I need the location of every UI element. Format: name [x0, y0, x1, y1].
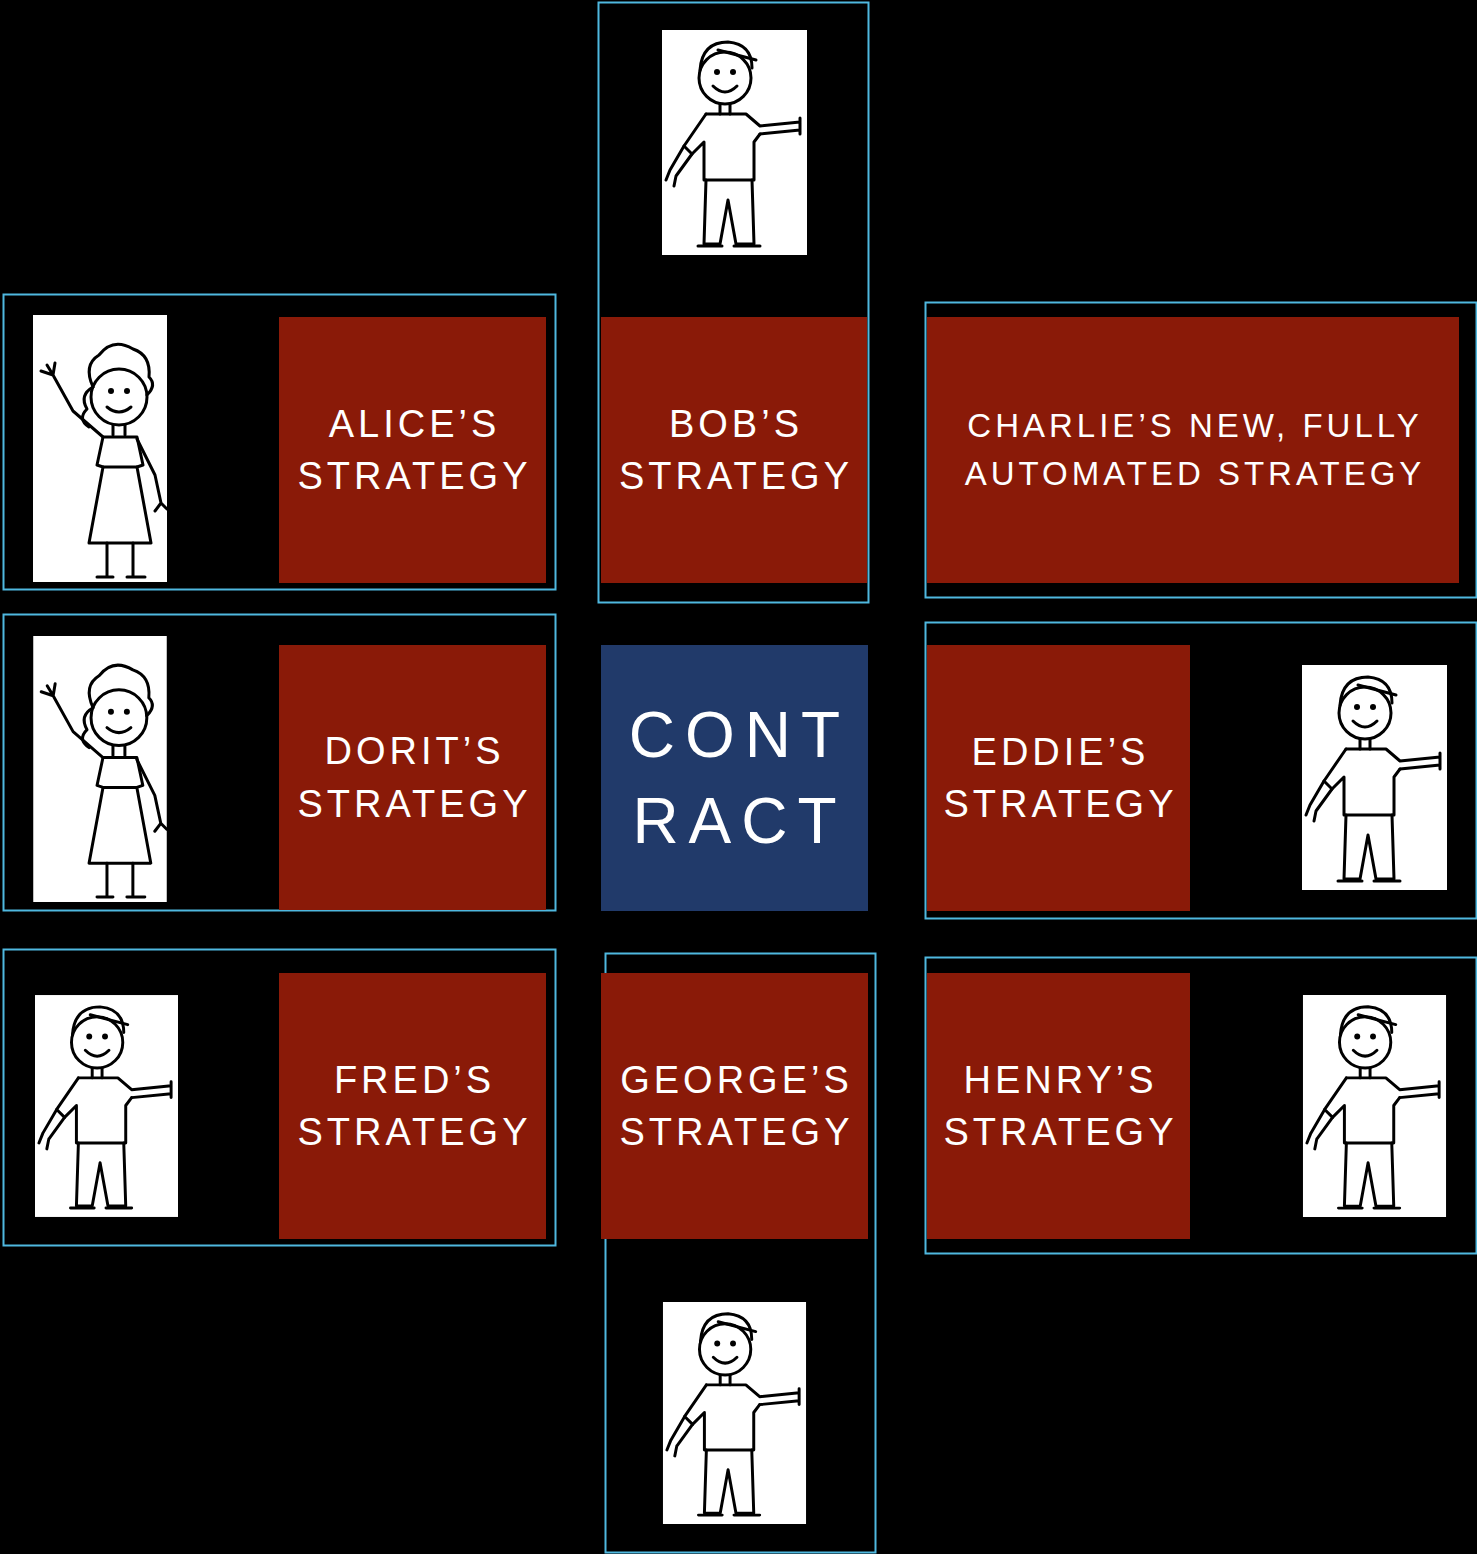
group-outline: [926, 303, 1477, 598]
box-label: CHARLIE’S NEW, FULLY AUTOMATED STRATEGY: [935, 402, 1451, 498]
group-outline: [4, 295, 556, 590]
box-label: EDDIE’S STRATEGY: [935, 726, 1182, 831]
stick-figure: [662, 30, 807, 255]
strategy-box: GEORGE’S STRATEGY: [601, 973, 868, 1239]
strategy-box: FRED’S STRATEGY: [279, 973, 546, 1239]
stick-figure: [33, 636, 166, 902]
box-label: DORIT’S STRATEGY: [287, 725, 538, 830]
strategy-box: HENRY’S STRATEGY: [927, 973, 1190, 1239]
strategy-box: CHARLIE’S NEW, FULLY AUTOMATED STRATEGY: [927, 317, 1459, 583]
stick-figure: [663, 1302, 806, 1524]
group-outline: [926, 623, 1477, 919]
group-outline: [4, 950, 556, 1246]
stick-figure: [35, 995, 178, 1217]
contract-box: CONT RACT: [601, 645, 868, 911]
box-label: HENRY’S STRATEGY: [935, 1054, 1182, 1159]
box-label: GEORGE’S STRATEGY: [609, 1054, 860, 1159]
box-label: CONT RACT: [609, 692, 860, 865]
group-outline: [926, 958, 1477, 1254]
stick-figure: [1302, 665, 1447, 890]
box-label: BOB’S STRATEGY: [609, 398, 859, 503]
strategy-box: DORIT’S STRATEGY: [279, 645, 546, 910]
strategy-box: BOB’S STRATEGY: [601, 317, 867, 583]
group-outline: [4, 615, 556, 911]
stick-figure: [33, 315, 167, 582]
strategy-box: ALICE’S STRATEGY: [279, 317, 546, 583]
stick-figure: [1303, 995, 1446, 1217]
group-outline: [599, 3, 869, 603]
box-label: FRED’S STRATEGY: [287, 1054, 538, 1159]
strategy-box: EDDIE’S STRATEGY: [927, 645, 1190, 911]
box-label: ALICE’S STRATEGY: [287, 398, 538, 503]
